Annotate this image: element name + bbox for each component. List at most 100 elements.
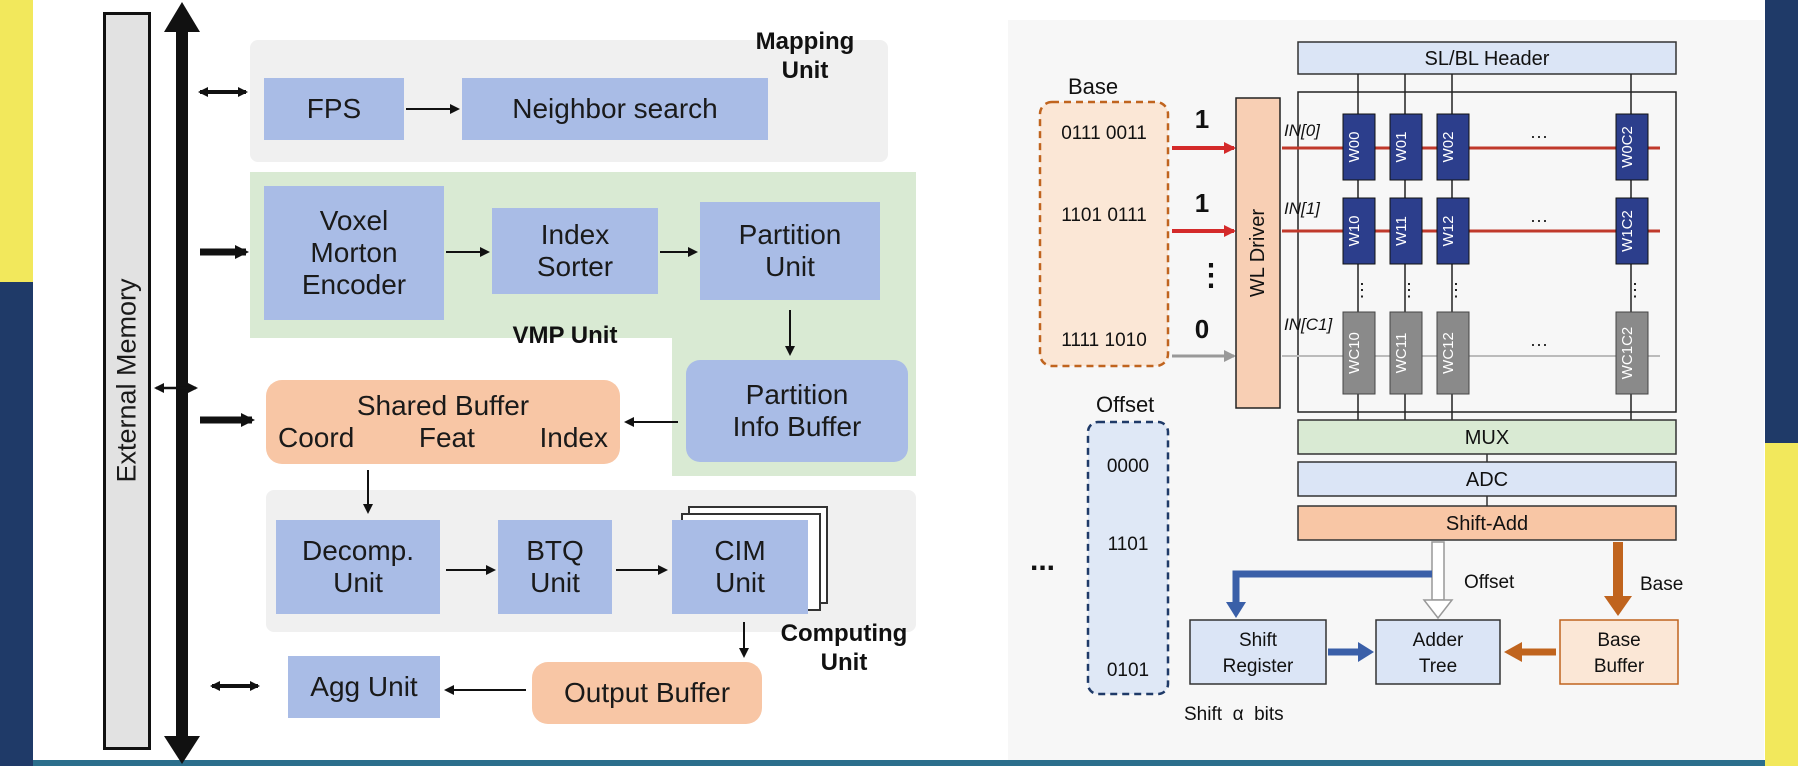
cim-unit-box: CIM Unit [672,520,808,614]
offset-arrow-label: Offset [1464,572,1515,593]
array-ellipsis: ··· ··· ··· ⋮ ⋮ ⋮ ⋮ [1353,126,1644,354]
weight-label-c1c2: WC1C2 [1619,327,1636,380]
weight-label-12: W12 [1440,216,1457,247]
shift-register-box [1189,619,1327,685]
adc-label: ADC [1466,469,1508,491]
cim-unit-line1: CIM [714,534,766,566]
voxel-encoder-line1: Voxel [319,204,389,236]
array-outline [1297,91,1677,413]
decomp-unit-line2: Unit [333,567,383,598]
output-buffer-box: Output Buffer [532,662,762,724]
vmp-unit-label: VMP Unit [490,322,640,351]
shift-add-label: Shift-Add [1446,513,1528,535]
shift-to-adder-arrow [1328,642,1374,662]
agg-unit-box: Agg Unit [288,656,440,718]
weight-label-02: W02 [1440,132,1457,163]
partition-unit-box: Partition Unit [700,202,880,300]
input-bit-2: 0 [1195,314,1209,344]
svg-text:···: ··· [1530,210,1548,230]
weight-cell [1342,113,1376,181]
svg-text:⋮: ⋮ [1400,280,1418,300]
fps-box: FPS [264,78,404,140]
navy-stripe-bottom-left [0,282,33,766]
sl-bl-header-box [1297,41,1677,75]
partition-unit-line1: Partition [738,218,842,250]
base-dashed-box [1038,100,1170,368]
output-buffer-label: Output Buffer [563,676,731,708]
agg-unit-label: Agg Unit [310,670,418,702]
mapping-unit-label: Mapping Unit [745,28,865,86]
weight-cell [1615,197,1649,265]
weight-label-0c2: W0C2 [1619,126,1636,168]
base-label: Base [1068,74,1118,99]
btq-unit-line2: Unit [530,567,580,598]
weight-row-2 [1342,311,1649,395]
btq-unit-box: BTQ Unit [498,520,612,614]
base-value-0: 0111 0011 [1061,123,1147,144]
base-buffer-line2: Buffer [1594,656,1645,677]
weight-label-10: W10 [1346,216,1363,247]
weight-cell [1389,113,1423,181]
offset-ellipsis: ... [1030,544,1055,577]
yellow-stripe-bottom-right [1765,443,1798,766]
yellow-stripe-top-left [0,0,33,282]
computing-unit-label: Computing Unit [774,620,914,678]
base-arrow-label: Base [1640,574,1683,595]
index-sorter-box: Index Sorter [492,208,658,294]
base-orange-arrow [1604,542,1632,616]
weight-label-11: W11 [1393,216,1410,246]
vmp-unit-label-text: VMP Unit [512,322,618,349]
in-label-1: IN[1] [1284,199,1321,218]
svg-text:⋮: ⋮ [1626,280,1644,300]
fps-label: FPS [306,92,362,124]
index-sorter-line1: Index [540,218,610,250]
base-value-1: 1101 0111 [1061,205,1147,226]
shared-buffer-feat: Feat [418,422,475,453]
navy-stripe-top-right [1765,0,1798,443]
wl-driver-box [1235,97,1281,409]
offset-label: Offset [1096,392,1154,417]
input-vdots: ⋮ [1196,259,1226,292]
voxel-morton-encoder-box: Voxel Morton Encoder [264,186,444,320]
input-bit-0: 1 [1195,104,1209,134]
shared-buffer-fields: Coord Feat Index [278,422,608,454]
adc-box [1297,461,1677,497]
weight-label-00: W00 [1346,132,1363,163]
input-bit-1: 1 [1195,188,1209,218]
shift-register-line2: Register [1223,656,1294,677]
in-label-2: IN[C1] [1284,315,1333,334]
btq-unit-line1: BTQ [526,534,584,566]
shift-register-blue-arrow [1226,570,1432,618]
mapping-unit-label-line2: Unit [781,56,829,84]
voxel-encoder-line2: Morton [310,236,398,268]
adder-tree-line1: Adder [1413,630,1464,651]
svg-text:⋮: ⋮ [1447,280,1465,300]
weight-cell [1615,311,1649,395]
shared-buffer-title: Shared Buffer [356,389,530,421]
svg-text:···: ··· [1530,126,1548,146]
base-value-2: 1111 1010 [1061,330,1147,351]
shared-buffer-index: Index [539,422,608,453]
weight-cell [1436,311,1470,395]
decomp-unit-box: Decomp. Unit [276,520,440,614]
neighbor-search-label: Neighbor search [512,92,718,124]
computing-unit-label-line1: Computing [780,620,908,647]
mapping-unit-label-line1: Mapping [755,28,855,55]
voxel-encoder-line3: Encoder [301,269,407,301]
weight-cell [1389,197,1423,265]
weight-row-0 [1342,113,1649,181]
left-architecture-diagram: External Memory Mapping Unit FPS Neighbo… [103,2,916,764]
offset-dashed-box [1086,420,1170,696]
offset-hollow-arrow [1422,541,1454,620]
shared-buffer-coord: Coord [278,422,355,453]
offset-value-2: 0101 [1107,660,1149,681]
weight-label-c11: WC11 [1393,333,1410,374]
index-sorter-line2: Sorter [536,251,614,282]
decomp-unit-line1: Decomp. [301,534,415,566]
base-to-adder-arrow [1504,642,1556,662]
base-buffer-line1: Base [1597,630,1640,651]
weight-label-01: W01 [1393,132,1410,163]
adder-tree-box [1375,619,1501,685]
cim-unit-line2: Unit [715,567,765,598]
